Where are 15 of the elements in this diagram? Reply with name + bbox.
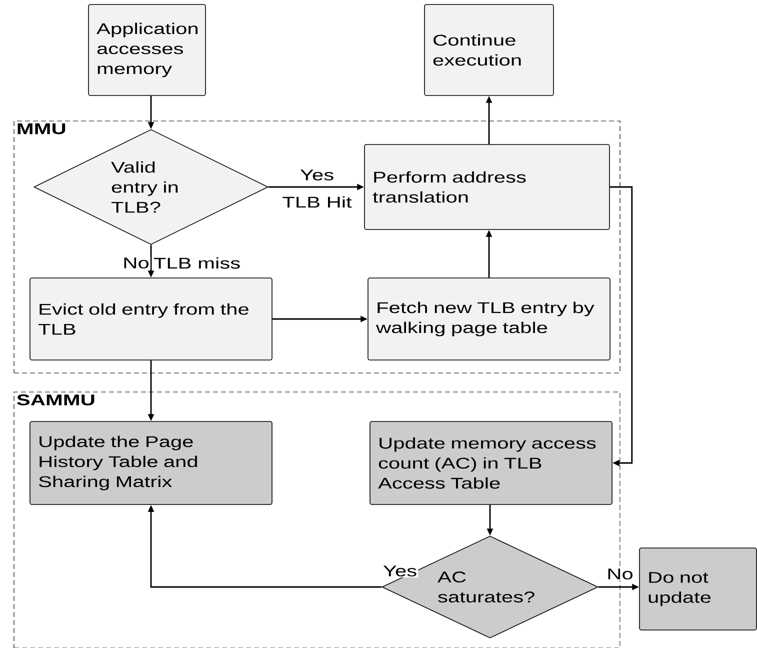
arrow: [610, 186, 633, 466]
edge-label: No: [606, 568, 634, 580]
process-box: Continue execution: [424, 4, 554, 96]
process-box: Update the Page History Table and Sharing Matrix: [30, 421, 272, 505]
process-box: Update memory access count (AC) in TLB Access Table: [370, 421, 612, 505]
process-box: Do not update: [639, 548, 757, 630]
note-text: TLB Hit: [281, 195, 353, 209]
process-box: Application accesses memory: [88, 4, 206, 96]
edge-label: No: [122, 256, 150, 270]
note-text: TLB miss: [152, 256, 242, 270]
edge-label: Yes: [298, 168, 336, 182]
process-box: Fetch new TLB entry by walking page table: [368, 278, 610, 360]
process-box: Evict old entry from the TLB: [30, 278, 272, 360]
edge-label: Yes: [382, 564, 418, 578]
process-box: Perform address translation: [364, 144, 610, 230]
